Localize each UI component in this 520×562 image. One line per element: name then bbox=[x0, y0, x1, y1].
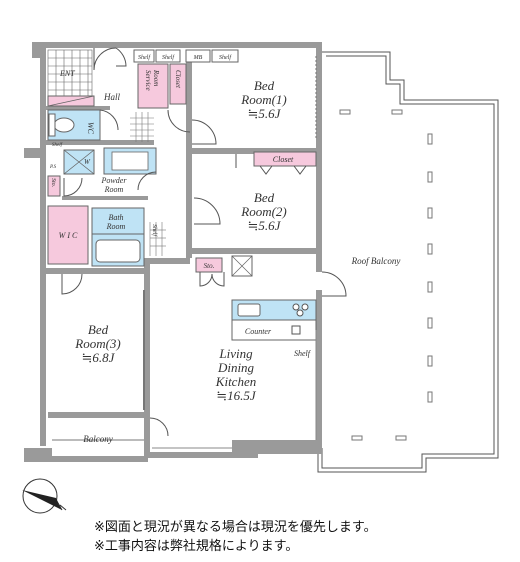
roof-balcony-area bbox=[317, 51, 499, 473]
shelf-kitchen-label: Shelf bbox=[294, 349, 312, 358]
entrance-label: ENT bbox=[59, 69, 75, 78]
wc-room bbox=[47, 109, 119, 141]
bed1-name: Bed bbox=[254, 78, 275, 93]
hall-label: Hall bbox=[103, 92, 121, 102]
closet-vertical: Closet bbox=[174, 70, 182, 89]
note-line-1: ※図面と現況が異なる場合は現況を優先します。 bbox=[94, 520, 377, 535]
shelf-2: Shelf bbox=[162, 54, 175, 61]
bed1-num: Room(1) bbox=[240, 92, 287, 107]
bedroom2 bbox=[193, 151, 317, 225]
bath-room bbox=[91, 207, 145, 267]
bath-label-2: Room bbox=[106, 222, 126, 231]
bed2-size: ≒5.6J bbox=[248, 218, 282, 233]
shelf-small: Shelf bbox=[52, 143, 63, 148]
roof-balcony-label: Roof Balcony bbox=[351, 256, 401, 266]
service-area bbox=[133, 49, 239, 133]
bed3-size: ≒6.8J bbox=[82, 350, 116, 365]
bath-label-1: Bath bbox=[108, 213, 123, 222]
sto-label: Sto. bbox=[204, 262, 215, 270]
ldk-size: ≒16.5J bbox=[216, 388, 257, 403]
sto-vertical: Sto. bbox=[50, 178, 56, 187]
bed3-num: Room(3) bbox=[74, 336, 121, 351]
ldk-line2: Dining bbox=[217, 360, 255, 375]
bedroom3 bbox=[52, 273, 169, 441]
ldk-line3: Kitchen bbox=[215, 374, 256, 389]
powder-room bbox=[63, 147, 157, 197]
shelf-1: Shelf bbox=[138, 54, 151, 61]
room-labels: Bed Room(1) ≒5.6J Bed Room(2) ≒5.6J Bed … bbox=[49, 54, 400, 444]
kitchen bbox=[195, 255, 347, 341]
ps-label: P.S bbox=[49, 165, 57, 170]
powder-label-2: Room bbox=[104, 185, 124, 194]
bed3-name: Bed bbox=[88, 322, 109, 337]
compass-icon bbox=[22, 478, 67, 514]
service-label-2: Room bbox=[152, 69, 160, 86]
shelf-3: Shelf bbox=[219, 54, 232, 61]
bed2-num: Room(2) bbox=[240, 204, 287, 219]
balcony-label: Balcony bbox=[83, 434, 113, 444]
bed2-name: Bed bbox=[254, 190, 275, 205]
ldk-line1: Living bbox=[218, 346, 253, 361]
bed1-size: ≒5.6J bbox=[248, 106, 282, 121]
floor-plan: Bed Room(1) ≒5.6J Bed Room(2) ≒5.6J Bed … bbox=[22, 42, 499, 514]
entrance-tiles bbox=[47, 49, 93, 97]
powder-label-1: Powder bbox=[101, 176, 128, 185]
walls bbox=[24, 42, 322, 462]
wic-label: W I C bbox=[59, 231, 78, 240]
counter-label: Counter bbox=[245, 327, 272, 336]
washer-label: W bbox=[84, 158, 91, 166]
entrance-door bbox=[93, 47, 127, 71]
storage-small bbox=[47, 175, 61, 197]
closet-label: Closet bbox=[273, 155, 294, 164]
ldk-windows bbox=[152, 330, 317, 449]
walk-in-closet bbox=[47, 205, 89, 265]
bedroom1 bbox=[191, 56, 317, 145]
note-line-2: ※工事内容は弊社規格によります。 bbox=[94, 539, 299, 554]
shelf-vertical: Shelf bbox=[151, 224, 158, 237]
mb-label: MB bbox=[193, 55, 203, 61]
wc-label: WC bbox=[86, 122, 95, 135]
service-label-1: Service bbox=[144, 70, 152, 91]
